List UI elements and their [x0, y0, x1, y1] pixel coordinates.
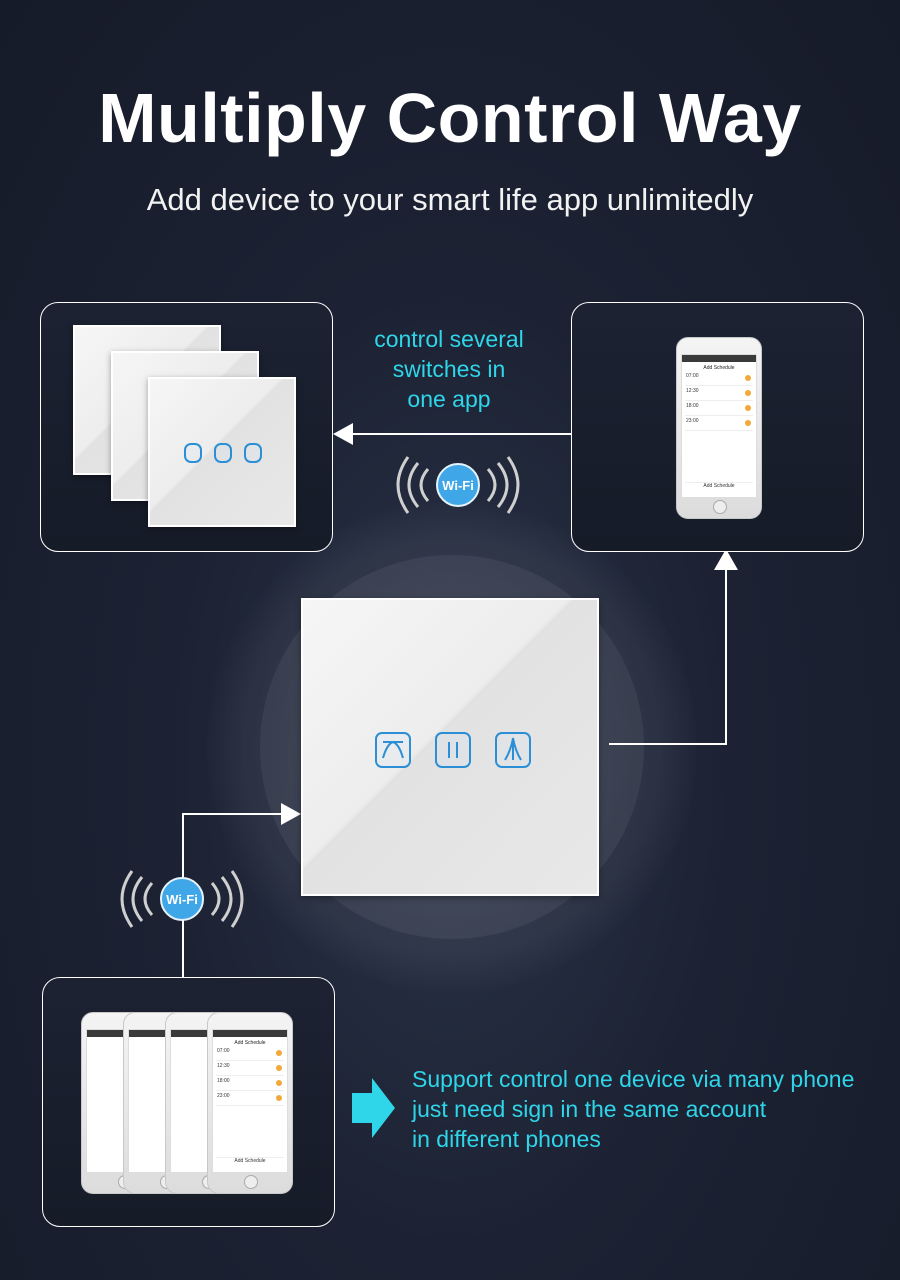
note-several-switches: control several switches in one app	[330, 324, 568, 414]
schedule-row: 23:00	[685, 416, 753, 431]
toggle-icon	[745, 405, 751, 411]
phone-device: Add Schedule 07:00 12:30 18:00 23:00 Add…	[676, 337, 762, 519]
wifi-icon: Wi-Fi	[394, 455, 522, 515]
toggle-icon	[745, 390, 751, 396]
multi-switch-box	[40, 302, 333, 552]
wifi-label: Wi-Fi	[442, 478, 474, 493]
note-line: switches in	[392, 356, 506, 382]
touch-button-pause-icon	[214, 443, 232, 463]
toggle-icon	[276, 1065, 282, 1071]
wifi-icon: Wi-Fi	[118, 869, 246, 929]
schedule-row: 18:00	[216, 1076, 284, 1091]
schedule-row: 18:00	[685, 401, 753, 416]
schedule-row: 07:00	[685, 371, 753, 386]
cyan-arrow	[352, 1078, 395, 1138]
note-line: in different phones	[412, 1126, 601, 1152]
toggle-icon	[276, 1080, 282, 1086]
note-line: just need sign in the same account	[412, 1096, 767, 1122]
multi-phone-box: Add Schedule 07:00 12:30 18:00 23:00 Add…	[42, 977, 335, 1227]
schedule-row: 12:30	[685, 386, 753, 401]
touch-button-open-icon	[184, 443, 202, 463]
touch-button-pause-icon	[435, 732, 471, 768]
toggle-icon	[276, 1095, 282, 1101]
home-button-icon	[713, 500, 727, 514]
phone-screen: Add Schedule 07:00 12:30 18:00 23:00 Add…	[681, 354, 757, 498]
touch-button-open-icon	[375, 732, 411, 768]
phone-status-bar	[213, 1030, 287, 1037]
add-schedule-button: Add Schedule	[685, 482, 753, 491]
phone-device: Add Schedule 07:00 12:30 18:00 23:00 Add…	[207, 1012, 293, 1194]
arrow-right-head	[281, 803, 301, 825]
home-button-icon	[244, 1175, 258, 1189]
arrow-left-head	[333, 423, 353, 445]
add-schedule-button: Add Schedule	[216, 1157, 284, 1166]
app-phone-box: Add Schedule 07:00 12:30 18:00 23:00 Add…	[571, 302, 864, 552]
switch-panel-front	[148, 377, 296, 527]
toggle-icon	[276, 1050, 282, 1056]
page-title: Multiply Control Way	[98, 79, 802, 157]
page-subtitle: Add device to your smart life app unlimi…	[146, 182, 754, 217]
toggle-icon	[745, 375, 751, 381]
note-line: one app	[407, 386, 491, 412]
schedule-title: Add Schedule	[703, 365, 735, 371]
schedule-title: Add Schedule	[234, 1040, 266, 1046]
schedule-row: 12:30	[216, 1061, 284, 1076]
schedule-row: 23:00	[216, 1091, 284, 1106]
main-switch-panel	[301, 598, 599, 896]
phone-screen: Add Schedule 07:00 12:30 18:00 23:00 Add…	[212, 1029, 288, 1173]
schedule-row: 07:00	[216, 1046, 284, 1061]
touch-button-close-icon	[495, 732, 531, 768]
toggle-icon	[745, 420, 751, 426]
note-line: control several	[374, 326, 524, 352]
phone-status-bar	[682, 355, 756, 362]
arrow-up-head	[714, 549, 738, 570]
note-line: Support control one device via many phon…	[412, 1066, 855, 1092]
wifi-label: Wi-Fi	[166, 892, 198, 907]
note-many-phones: Support control one device via many phon…	[412, 1064, 882, 1154]
touch-button-close-icon	[244, 443, 262, 463]
